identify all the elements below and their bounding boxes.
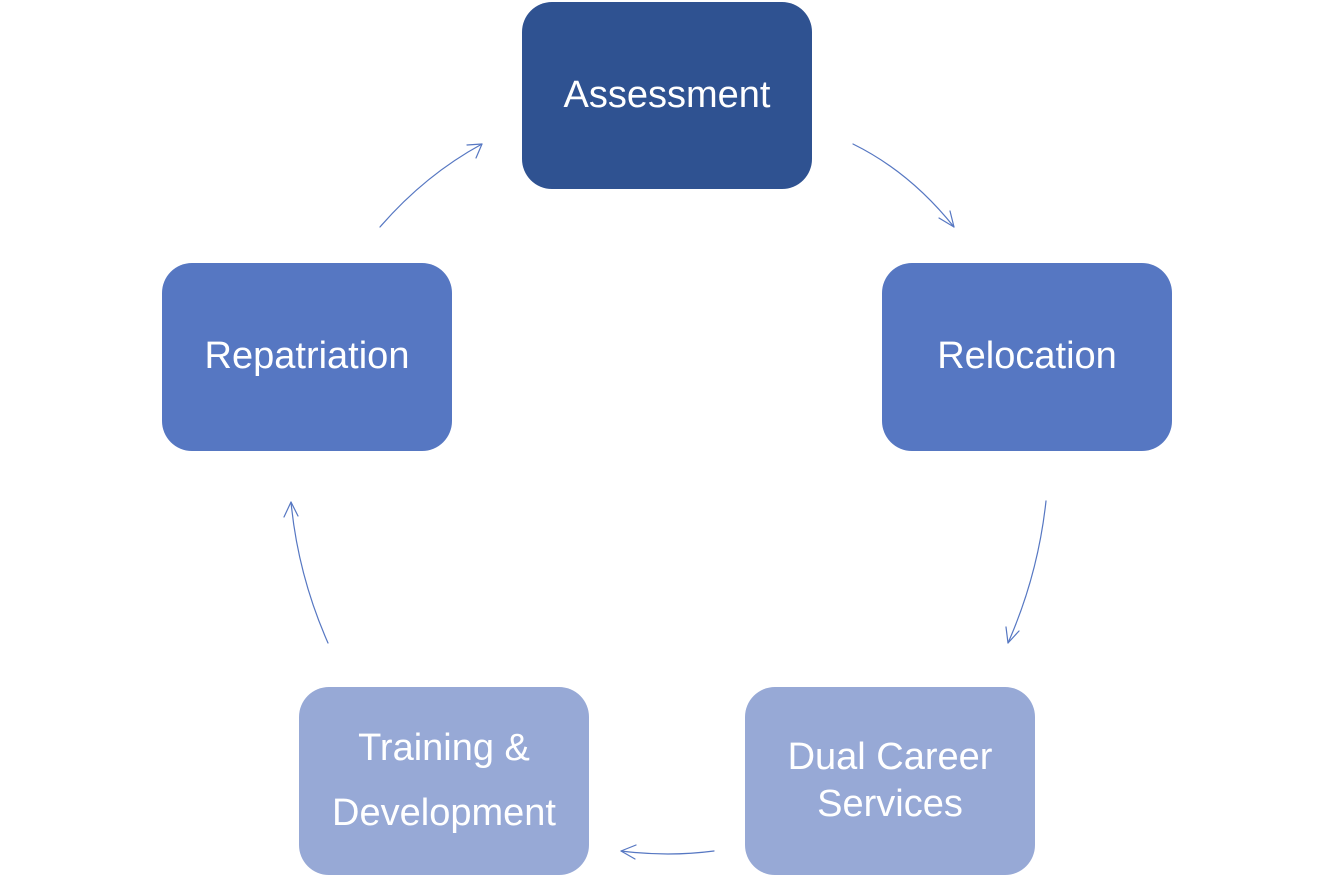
node-relocation-line-1: Relocation: [937, 335, 1117, 378]
node-repatriation: Repatriation: [162, 263, 452, 451]
node-assessment-line-1: Assessment: [563, 73, 771, 116]
node-training-line-2: Development: [332, 792, 556, 834]
edge-repatriation-assessment: [379, 143, 483, 228]
node-training-development: Training & Development: [299, 687, 589, 875]
node-repatriation-line-1: Repatriation: [204, 335, 410, 378]
edge-relocation-dual: [1005, 500, 1047, 644]
node-repatriation-label: Repatriation: [205, 332, 410, 381]
node-dual-career-services-label: Dual Career Services: [788, 734, 993, 829]
node-dual-line-1: Dual Career: [787, 735, 993, 778]
edge-dual-training: [620, 844, 715, 860]
node-dual-line-2: Services: [817, 783, 963, 825]
node-relocation-label: Relocation: [937, 332, 1117, 381]
node-assessment: Assessment: [522, 2, 812, 189]
node-dual-career-services: Dual Career Services: [745, 687, 1035, 875]
node-training-line-1: Training &: [358, 727, 530, 770]
node-assessment-label: Assessment: [564, 71, 771, 120]
node-relocation: Relocation: [882, 263, 1172, 451]
edge-training-repatriation: [283, 501, 329, 644]
node-training-development-label: Training & Development: [332, 716, 556, 845]
edge-assessment-relocation: [852, 143, 955, 228]
